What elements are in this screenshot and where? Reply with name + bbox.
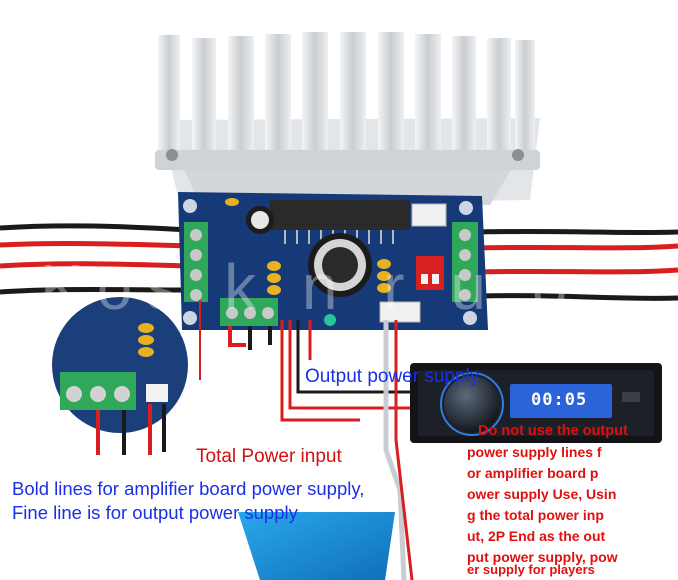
player-lcd [510, 384, 612, 418]
inset-closeup [52, 297, 188, 455]
inset-wires [96, 404, 166, 455]
label-fine-line: Fine line is for output power supply [12, 502, 298, 523]
warning-line: ower supply Use, Usin [467, 486, 617, 502]
heatsink [155, 32, 540, 205]
label-output-power-supply: Output power supply [305, 366, 480, 387]
warning-line: power supply lines f [467, 444, 602, 460]
label-total-power-input: Total Power input [196, 446, 342, 467]
car-mp3-player [410, 363, 662, 443]
warning-line: put power supply, pow [467, 549, 618, 565]
yellow-capacitors [225, 198, 391, 295]
warning-line: ut, 2P End as the out [467, 528, 606, 544]
heatsink-fins [158, 32, 535, 160]
warning-title: Do not use the output [478, 423, 628, 439]
player-time-display: 00:05 [531, 390, 588, 410]
warning-line: er supply for players [467, 562, 595, 577]
amplifier-pcb [178, 192, 488, 330]
warning-line: g the total power inp [467, 507, 604, 523]
input-wires-left [0, 223, 191, 295]
blue-shape [238, 512, 395, 580]
watermark: Kos k n r u o [40, 251, 582, 323]
warning-line: or amplifier board p [467, 465, 599, 481]
label-bold-lines: Bold lines for amplifier board power sup… [12, 478, 365, 499]
speaker-wires-right [479, 228, 678, 301]
power-wires [199, 300, 418, 580]
